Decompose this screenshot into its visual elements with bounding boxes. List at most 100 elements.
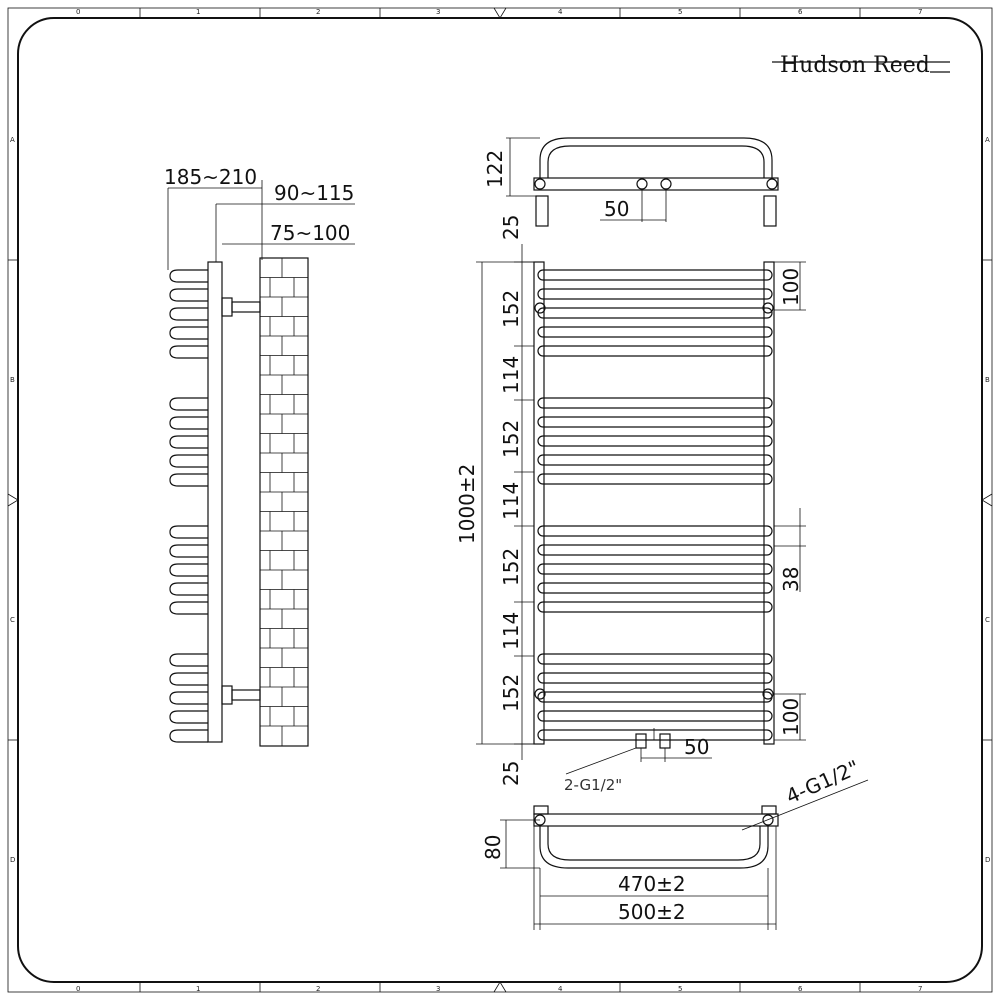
front-tube bbox=[537, 454, 773, 466]
front-tube bbox=[537, 691, 773, 703]
side-tube bbox=[169, 729, 208, 743]
grid-col-4-bottom: 4 bbox=[558, 985, 563, 993]
dim-seg-1: 152 bbox=[499, 290, 523, 328]
bracket-thread-label: 4-G1/2" bbox=[782, 755, 863, 808]
grid-row-a-right: A bbox=[985, 136, 990, 144]
dim-bracket-bottom: 100 bbox=[779, 698, 803, 736]
side-tube bbox=[169, 544, 208, 558]
grid-row-c: C bbox=[10, 616, 15, 624]
front-tube bbox=[537, 397, 773, 409]
side-tube bbox=[169, 416, 208, 430]
grid-col-0-bottom: 0 bbox=[76, 985, 80, 993]
grid-col-2: 2 bbox=[316, 8, 320, 16]
dim-bracket-top: 100 bbox=[779, 268, 803, 306]
front-tube bbox=[537, 544, 773, 556]
side-tube bbox=[169, 435, 208, 449]
front-tube bbox=[537, 288, 773, 300]
front-tube bbox=[537, 435, 773, 447]
front-tube bbox=[537, 307, 773, 319]
side-bracket-bottom bbox=[221, 685, 233, 705]
side-tube bbox=[169, 710, 208, 724]
side-bracket-arm-bottom bbox=[231, 689, 261, 701]
side-view: 185~210 90~115 75~100 bbox=[164, 165, 355, 747]
front-tube bbox=[537, 672, 773, 684]
top-valve-right bbox=[660, 178, 672, 190]
front-tube bbox=[537, 710, 773, 722]
grid-col-6-bottom: 6 bbox=[798, 985, 803, 993]
dim-seg-6: 114 bbox=[499, 612, 523, 650]
grid-col-6: 6 bbox=[798, 8, 803, 16]
front-tube bbox=[537, 601, 773, 613]
dim-bottom-depth: 80 bbox=[481, 835, 505, 860]
grid-col-5-bottom: 5 bbox=[678, 985, 682, 993]
grid-col-1-bottom: 1 bbox=[196, 985, 200, 993]
grid-col-3: 3 bbox=[436, 8, 440, 16]
front-tubes bbox=[537, 269, 773, 741]
grid-col-2-bottom: 2 bbox=[316, 985, 320, 993]
dim-valve-spacing: 50 bbox=[604, 197, 629, 221]
dim-overall-depth: 185~210 bbox=[164, 165, 257, 189]
dim-seg-4: 114 bbox=[499, 482, 523, 520]
dim-outer-width: 500±2 bbox=[618, 900, 686, 924]
front-rail-left bbox=[533, 261, 545, 745]
side-tube bbox=[169, 473, 208, 487]
grid-col-0: 0 bbox=[76, 8, 80, 16]
grid-col-1: 1 bbox=[196, 8, 200, 16]
side-tube bbox=[169, 525, 208, 539]
front-bracket-tr bbox=[762, 302, 774, 314]
side-bracket-arm-top bbox=[231, 301, 261, 313]
side-tube bbox=[169, 288, 208, 302]
dim-seg-7: 152 bbox=[499, 674, 523, 712]
grid-col-5: 5 bbox=[678, 8, 682, 16]
grid-ticks bbox=[7, 7, 993, 993]
side-tube bbox=[169, 307, 208, 321]
side-tube bbox=[169, 397, 208, 411]
grid-row-b: B bbox=[10, 376, 15, 384]
front-view: 1000±2 25 152 114 152 114 152 114 152 25… bbox=[455, 215, 806, 794]
inlet-right bbox=[659, 733, 671, 749]
grid-row-a: A bbox=[10, 136, 15, 144]
side-tube bbox=[169, 269, 208, 283]
side-tube bbox=[169, 326, 208, 340]
dim-tube-pitch: 38 bbox=[779, 567, 803, 592]
front-bracket-bl bbox=[534, 688, 546, 700]
grid-col-3-bottom: 3 bbox=[436, 985, 440, 993]
side-tube bbox=[169, 691, 208, 705]
grid-col-7: 7 bbox=[918, 8, 922, 16]
grid-row-d: D bbox=[10, 856, 15, 864]
front-rail-right bbox=[763, 261, 775, 745]
wall-outline bbox=[259, 257, 309, 747]
grid-col-7-bottom: 7 bbox=[918, 985, 922, 993]
side-tube bbox=[169, 653, 208, 667]
front-tube bbox=[537, 525, 773, 537]
grid-row-c-right: C bbox=[985, 616, 990, 624]
grid-col-4: 4 bbox=[558, 8, 563, 16]
inlet-thread-label: 2-G1/2" bbox=[564, 776, 622, 794]
dim-bottom-margin: 25 bbox=[499, 761, 523, 786]
wall-bricks bbox=[259, 257, 309, 747]
side-tube bbox=[169, 601, 208, 615]
dim-bracket-depth: 75~100 bbox=[270, 221, 350, 245]
side-tube bbox=[169, 345, 208, 359]
side-rail bbox=[207, 261, 223, 743]
grid-row-d-right: D bbox=[985, 856, 990, 864]
dim-height: 1000±2 bbox=[455, 464, 479, 544]
inlet-left bbox=[635, 733, 647, 749]
dim-seg-3: 152 bbox=[499, 420, 523, 458]
brand-logo: Hudson Reed bbox=[772, 53, 950, 78]
dim-inner-width: 470±2 bbox=[618, 872, 686, 896]
front-tube bbox=[537, 563, 773, 575]
dim-top-depth: 122 bbox=[483, 150, 507, 188]
front-tube bbox=[537, 729, 773, 741]
dim-top-margin: 25 bbox=[499, 215, 523, 240]
dim-inlet-spacing: 50 bbox=[684, 735, 709, 759]
front-bracket-tl bbox=[534, 302, 546, 314]
side-tube bbox=[169, 672, 208, 686]
front-tube bbox=[537, 269, 773, 281]
front-tube bbox=[537, 582, 773, 594]
side-tube bbox=[169, 454, 208, 468]
outer-frame bbox=[7, 7, 993, 993]
side-tube bbox=[169, 582, 208, 596]
bottom-view: 80 470±2 500±2 4-G1/2" bbox=[481, 755, 869, 930]
